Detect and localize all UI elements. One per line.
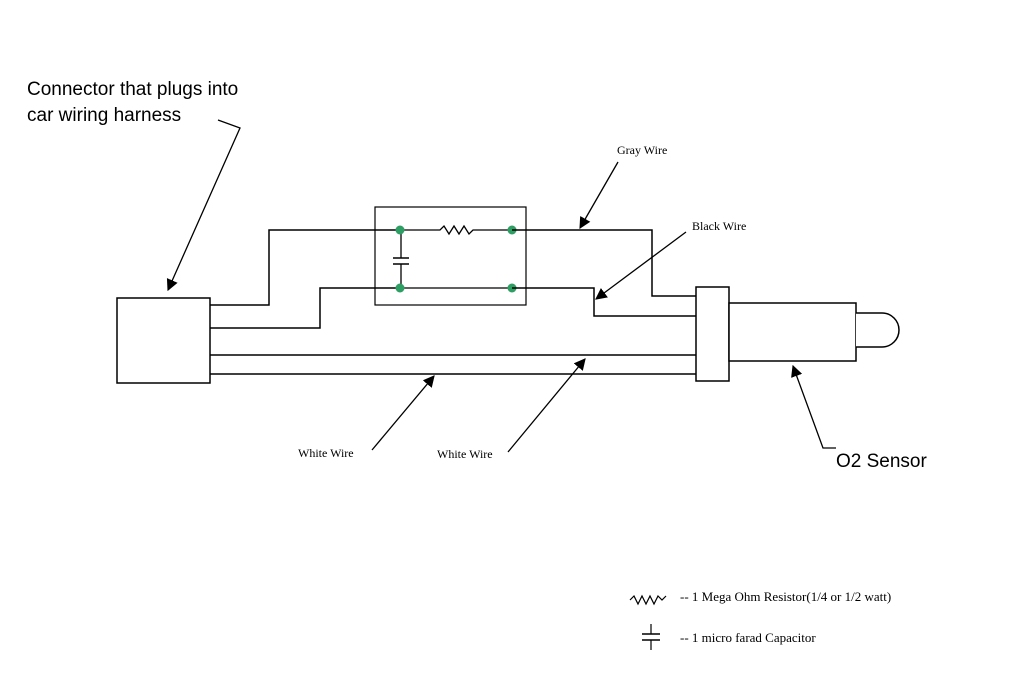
sensor-body [728, 302, 857, 362]
resistor [400, 224, 512, 236]
legend-capacitor-text: -- 1 micro farad Capacitor [680, 630, 816, 645]
sensor-flange [695, 286, 730, 382]
gray-wire-label: Gray Wire [617, 143, 667, 157]
connector-label-line1: Connector that plugs into [27, 79, 238, 100]
node-bottom-left [395, 283, 405, 293]
black-wire-to-sensor [512, 287, 696, 317]
legend-resistor-text: -- 1 Mega Ohm Resistor(1/4 or 1/2 watt) [680, 589, 891, 604]
node-top-left [395, 225, 405, 235]
black-wire-label: Black Wire [692, 219, 746, 233]
white-wire-left-label: White Wire [298, 446, 354, 460]
connector-box [116, 297, 211, 384]
black-wire-arrow [595, 231, 687, 300]
sensor-tip [856, 312, 900, 348]
white-wire-right-arrow [507, 358, 586, 453]
gray-wire-arrow [579, 161, 619, 230]
white-wire-left-arrow [371, 375, 435, 451]
connector-arrow [166, 119, 241, 292]
gray-wire-to-sensor [512, 229, 696, 297]
legend-resistor-icon [629, 594, 667, 606]
gray-wire-path [210, 229, 400, 306]
o2-sensor-label: O2 Sensor [836, 451, 927, 472]
connector-label-line2: car wiring harness [27, 105, 181, 126]
o2-sensor-arrow [791, 364, 836, 449]
white-wire-right-label: White Wire [437, 447, 493, 461]
component-box [374, 206, 527, 306]
black-wire-path [210, 287, 400, 329]
